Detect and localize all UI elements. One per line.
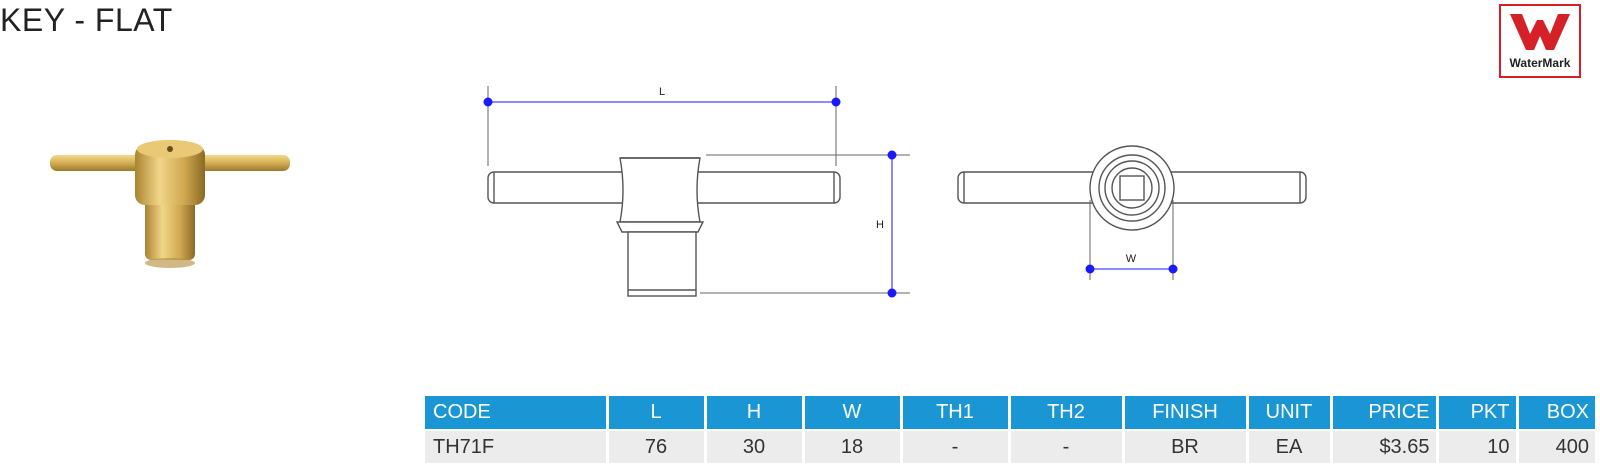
header-l: L [607,396,707,430]
cell-l: 76 [607,429,707,463]
cell-h: 30 [705,429,805,463]
table-row: TH71F 76 30 18 - - BR EA $3.65 10 400 [425,429,1595,463]
cell-finish: BR [1123,429,1249,463]
header-th2: TH2 [1009,396,1125,430]
front-view [487,157,841,297]
header-code: CODE [425,396,609,430]
dimension-label-w: W [1126,253,1137,265]
page-title: KEY - FLAT [0,2,173,38]
table-header-row: CODE L H W TH1 TH2 FINISH UNIT PRICE PKT… [425,396,1595,430]
product-photo [50,140,290,268]
header-w: W [803,396,903,430]
cell-code: TH71F [425,429,609,463]
header-h: H [705,396,805,430]
technical-drawing: L H W [483,86,1307,298]
top-view [957,145,1307,231]
cell-unit: EA [1247,429,1333,463]
dimension-label-l: L [659,86,665,98]
dimension-lines [483,86,1178,298]
cell-w: 18 [803,429,903,463]
header-th1: TH1 [901,396,1011,430]
header-unit: UNIT [1247,396,1333,430]
cell-th2: - [1009,429,1125,463]
watermark-logo-text: WaterMark [1509,56,1571,70]
header-price: PRICE [1331,396,1439,430]
watermark-w-icon [1510,14,1570,50]
watermark-logo: WaterMark [1499,4,1581,78]
header-pkt: PKT [1437,396,1519,430]
spec-table: CODE L H W TH1 TH2 FINISH UNIT PRICE PKT… [425,396,1595,463]
cell-th1: - [901,429,1011,463]
header-box: BOX [1517,396,1595,430]
dimension-label-h: H [876,219,884,231]
cell-box: 400 [1517,429,1595,463]
cell-price: $3.65 [1331,429,1439,463]
cell-pkt: 10 [1437,429,1519,463]
header-finish: FINISH [1123,396,1249,430]
